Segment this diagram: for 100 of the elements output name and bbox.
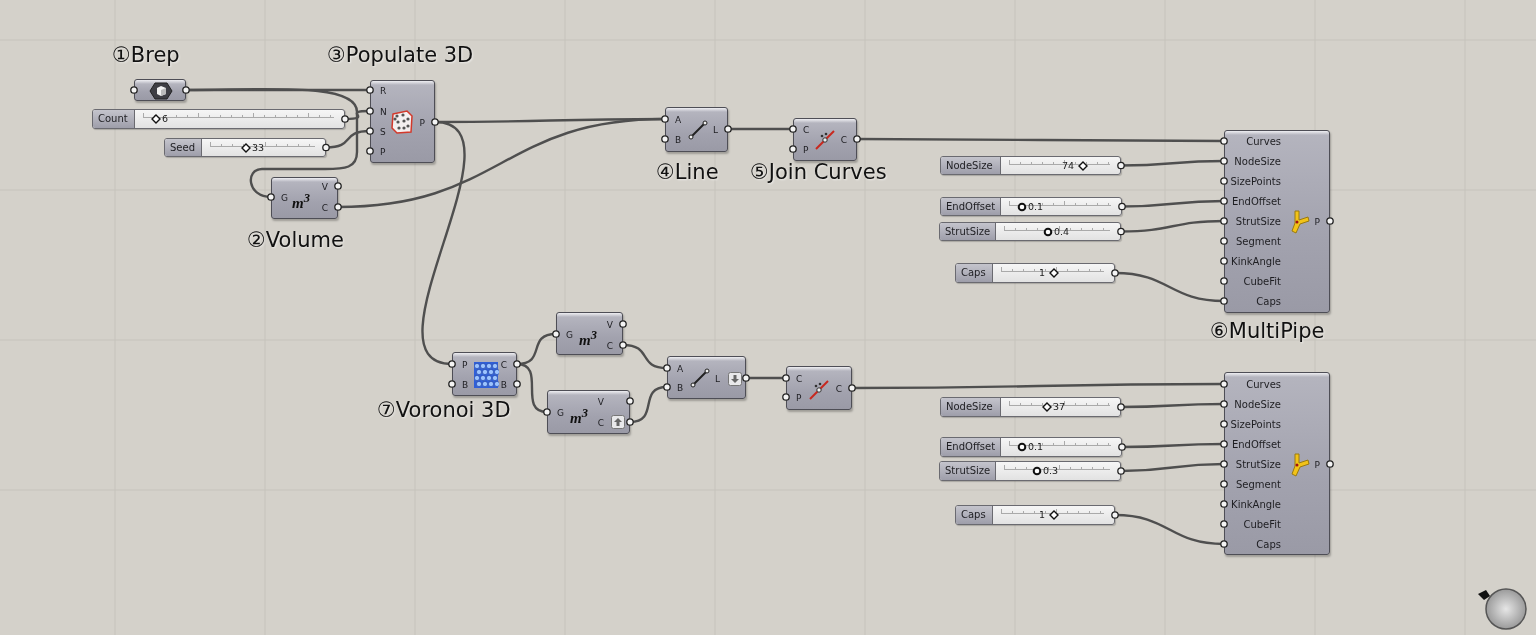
number-slider [940,156,1121,175]
port-label: C [796,373,803,385]
port-label: C [803,124,810,136]
component-title: ③Populate 3D [327,43,474,67]
slider-value: 1 [1038,266,1045,280]
port-label: P [380,146,386,158]
port-label: Curves [1246,379,1281,391]
port-label: KinkAngle [1231,499,1281,511]
component-title: ④Line [656,160,719,184]
component-title: ⑦Voronoi 3D [377,398,511,422]
slider-label: EndOffset [941,198,1001,215]
port-label: V [606,319,613,331]
component-box [1224,130,1330,313]
port-label: EndOffset [1231,196,1281,208]
component-title: ⑤Join Curves [750,160,887,184]
slider-label: StrutSize [940,223,996,240]
slider-value: 33 [252,140,265,155]
component-title: ②Volume [247,228,344,252]
port-label: StrutSize [1235,216,1281,228]
port-label: B [677,382,684,394]
slider-label: EndOffset [941,438,1001,456]
port-label: P [1314,459,1320,471]
component-box [271,177,338,219]
port-label: B [500,379,507,391]
port-label: L [715,373,720,385]
port-label: SizePoints [1230,419,1281,431]
component-box [665,107,728,152]
parameter-box [134,79,186,101]
port-label: C [835,383,842,395]
volume-symbol: m$^{3}$ [292,190,310,211]
slider-value: 0.1 [1028,199,1044,214]
port-label: A [675,114,682,126]
port-label: C [840,134,847,146]
port-label: P [796,392,802,404]
component-box [547,390,630,434]
number-slider [939,461,1121,481]
component-box [452,352,517,396]
component-box [793,118,857,161]
slider-value: 37 [1053,400,1066,414]
port-label: NodeSize [1234,156,1281,168]
component-box [1224,372,1330,555]
port-label: G [557,407,564,419]
number-slider [164,138,326,157]
port-label: V [597,396,604,408]
number-slider [940,197,1122,216]
number-slider [955,505,1115,525]
slider-label: NodeSize [941,157,1001,174]
component-box [556,312,623,355]
port-label: C [321,202,328,214]
number-slider [940,437,1122,457]
port-label: NodeSize [1234,399,1281,411]
port-label: CubeFit [1243,276,1281,288]
slider-value: 74 [1061,158,1074,173]
slider-value: 6 [162,112,169,126]
port-label: V [321,181,328,193]
port-label: C [597,417,604,429]
port-label: P [1314,216,1320,228]
port-label: Segment [1236,479,1281,491]
component-box [370,80,435,163]
number-slider [92,109,345,129]
port-label: Curves [1246,136,1281,148]
number-slider [939,222,1121,241]
port-label: CubeFit [1243,519,1281,531]
port-label: G [566,329,573,341]
port-label: R [380,85,387,97]
component-box [667,356,746,399]
volume-symbol: m$^{3}$ [579,327,597,348]
slider-value: 0.4 [1054,224,1070,239]
component-title: ①Brep [112,43,180,67]
wire [421,120,466,366]
port-label: B [675,134,682,146]
volume-symbol: m$^{3}$ [570,405,588,426]
port-label: B [462,379,469,391]
port-label: Caps [1256,539,1281,551]
slider-label: Caps [956,264,993,282]
port-label: C [500,359,507,371]
component-box [786,366,852,410]
slider-label: Count [93,110,135,128]
port-label: A [677,363,684,375]
slider-label: StrutSize [940,462,996,480]
slider-value: 0.1 [1028,440,1044,454]
port-label: P [462,359,468,371]
slider-value: 0.3 [1043,464,1059,478]
port-label: L [713,124,718,136]
port-label: KinkAngle [1231,256,1281,268]
port-label: S [380,126,386,138]
port-label: P [419,117,425,129]
slider-label: Seed [165,139,202,156]
component-title: ⑥MultiPipe [1210,319,1325,343]
port-label: Caps [1256,296,1281,308]
port-label: N [380,106,387,118]
port-label: SizePoints [1230,176,1281,188]
port-label: Segment [1236,236,1281,248]
port-label: P [803,144,809,156]
number-slider [940,397,1121,417]
slider-value: 1 [1038,508,1045,522]
port-label: G [281,192,288,204]
port-label: C [606,340,613,352]
number-slider [955,263,1115,283]
port-label: StrutSize [1235,459,1281,471]
